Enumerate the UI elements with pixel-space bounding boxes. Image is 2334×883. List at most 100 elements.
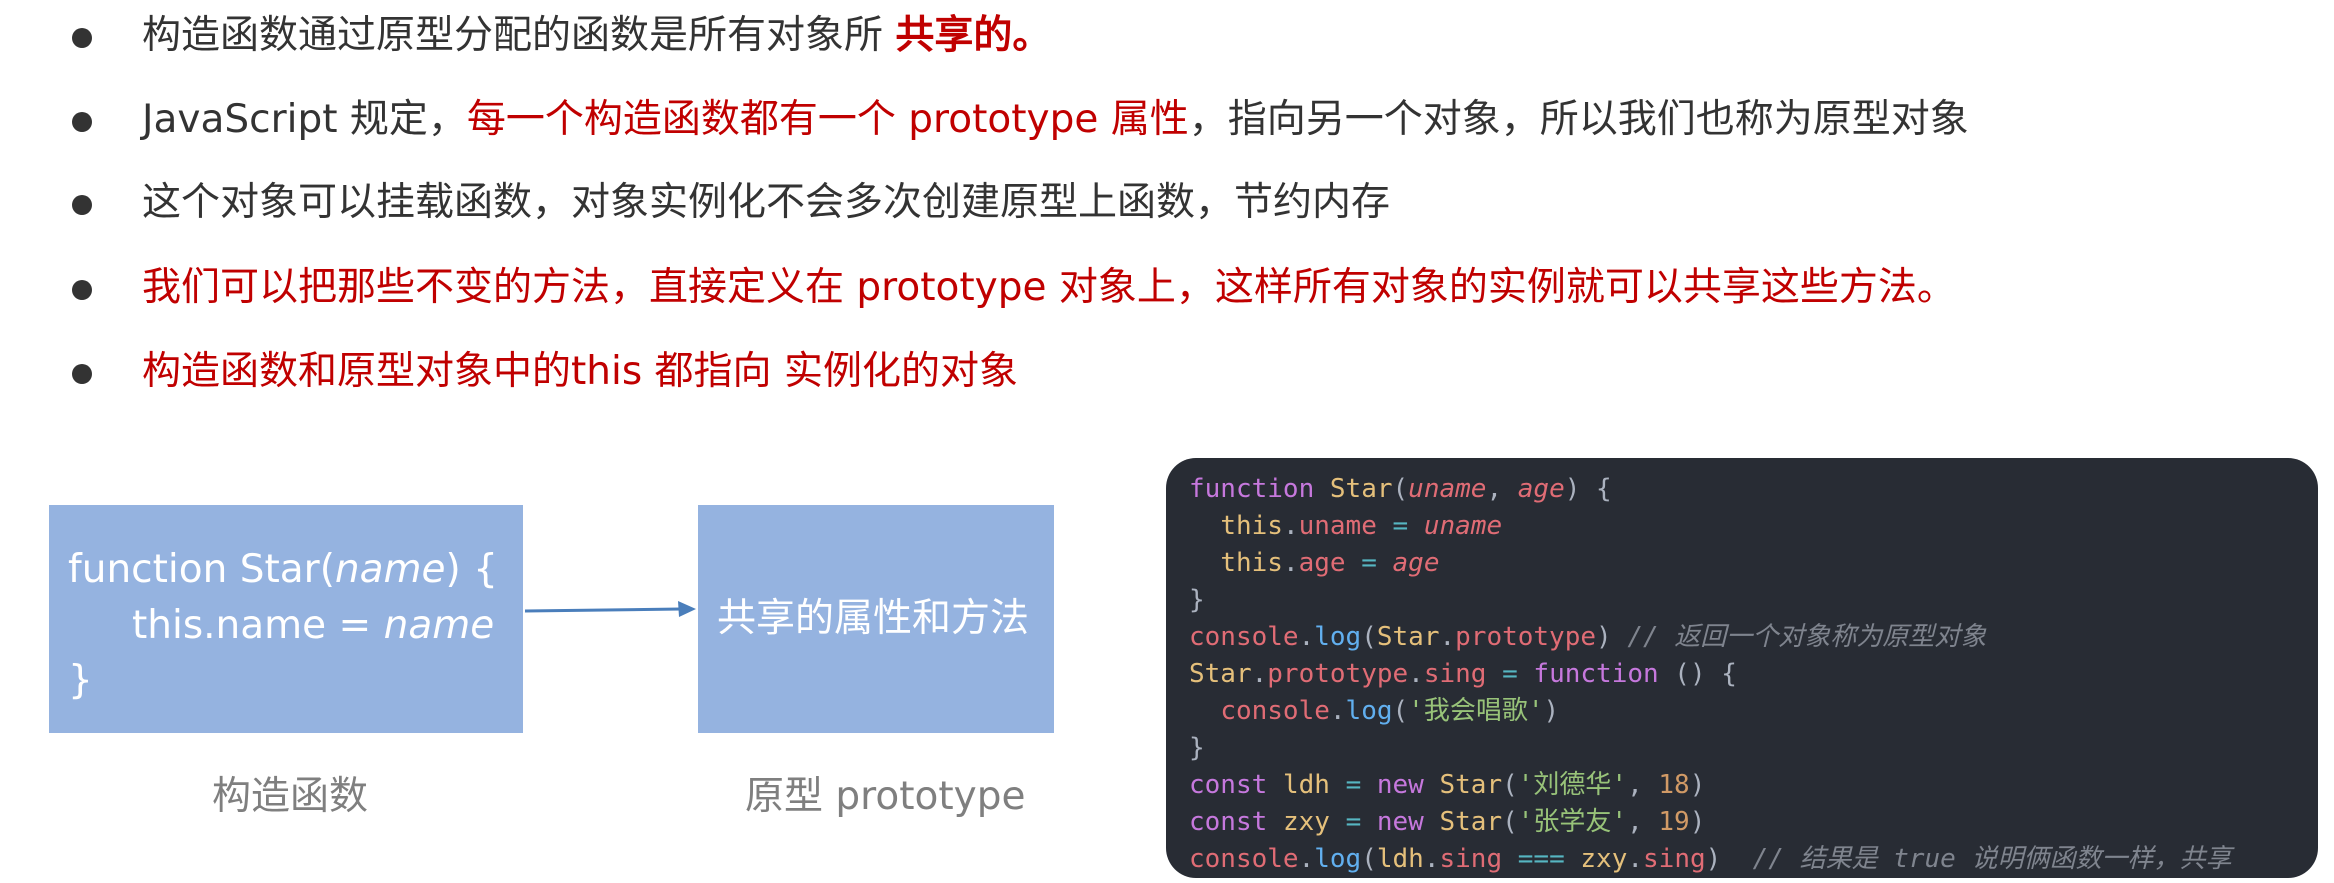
code-token: } [1189,733,1205,763]
code-token: age [1392,548,1440,578]
code-token: ( [1502,770,1518,800]
code-token: age [1298,548,1346,578]
arrow-right-icon [524,601,696,617]
code-token [1408,511,1424,541]
code-token: ldh [1376,844,1424,874]
constructor-caption: 构造函数 [212,774,369,819]
code-token [1189,548,1220,578]
code-token: . [1282,511,1299,541]
code-token: uname [1298,511,1377,541]
code-text: ) { [445,547,498,592]
code-line: const zxy = new Star('张学友', 19) [1189,804,1705,841]
code-token: this [1220,511,1283,541]
prototype-box: 共享的属性和方法 [698,505,1054,733]
code-token [1486,659,1502,689]
code-token: ) [1705,844,1753,874]
code-token [1346,548,1362,578]
code-token: // 返回一个对象称为原型对象 [1627,622,1987,652]
code-token: , [1627,770,1659,800]
code-token: = [1345,807,1362,837]
code-token: . [1298,844,1315,874]
code-token: } [1189,585,1205,615]
constructor-line-2: this.name = name [132,598,494,654]
code-token: log [1314,844,1362,874]
code-token: '张学友' [1517,807,1628,837]
code-token: '刘德华' [1517,770,1628,800]
constructor-line-3: } [68,658,93,703]
code-token: ) { [1564,474,1612,504]
code-line: } [1189,582,1205,619]
bullet-segment-highlight: 共享的。 [895,13,1052,58]
code-token: Star [1439,807,1503,837]
code-token: ) [1596,622,1628,652]
code-line: console.log(Star.prototype) // 返回一个对象称为原… [1189,619,1986,656]
bullet-item-3: 这个对象可以挂载函数，对象实例化不会多次创建原型上函数，节约内存 [0,173,2334,233]
bullet-text: 这个对象可以挂载函数，对象实例化不会多次创建原型上函数，节约内存 [142,173,1390,233]
bullet-text: JavaScript 规定，每一个构造函数都有一个 prototype 属性，指… [142,90,1969,150]
bullet-segment: ，指向另一个对象，所以我们也称为原型对象 [1188,97,1969,142]
code-token: sing [1643,844,1706,874]
code-token [1424,807,1440,837]
code-line: console.log(ldh.sing === zxy.sing) // 结果… [1189,841,2232,878]
code-token: prototype [1455,622,1597,652]
code-token: Star [1189,659,1252,689]
code-token [1377,548,1393,578]
code-line: this.uname = uname [1189,508,1502,545]
code-token: this [1220,548,1283,578]
code-token [1565,844,1581,874]
code-text: this.name = [132,603,384,648]
code-token [1267,807,1283,837]
code-token: const [1189,770,1268,800]
bullet-item-4: 我们可以把那些不变的方法，直接定义在 prototype 对象上，这样所有对象的… [0,258,2334,318]
code-token: = [1502,659,1518,689]
code-token: , [1627,807,1659,837]
code-line: Star.prototype.sing = function () { [1189,656,1737,693]
bullet-text: 构造函数通过原型分配的函数是所有对象所 共享的。 [142,6,1051,66]
code-token: Star [1329,474,1393,504]
code-token: . [1439,622,1456,652]
code-token: . [1408,659,1424,689]
code-token: zxy [1580,844,1628,874]
bullet-dot-icon [72,112,92,132]
code-token: new [1376,770,1424,800]
code-token: console [1220,696,1330,726]
bullet-segment-highlight: 我们可以把那些不变的方法，直接定义在 prototype 对象上，这样所有对象的… [142,265,1956,310]
code-line: function Star(uname, age) { [1189,471,1612,508]
code-token [1361,770,1377,800]
bullet-segment-highlight: 构造函数和原型对象中的this 都指向 实例化的对象 [142,349,1018,394]
code-token [1377,511,1393,541]
code-token: . [1423,844,1440,874]
code-token: log [1314,622,1362,652]
bullet-item-1: 构造函数通过原型分配的函数是所有对象所 共享的。 [0,6,2334,66]
code-line: } [1189,730,1205,767]
code-token: console [1189,844,1299,874]
code-token: ) [1543,696,1560,726]
prototype-caption: 原型 prototype [745,774,1026,819]
code-token [1502,844,1518,874]
code-token: age [1517,474,1565,504]
prototype-box-label: 共享的属性和方法 [717,596,1030,641]
code-token: new [1376,807,1424,837]
constructor-box: function Star(name) { this.name = name } [49,505,523,733]
code-token: . [1298,622,1315,652]
code-token: ( [1502,807,1518,837]
code-token: const [1189,807,1268,837]
bullet-dot-icon [72,280,92,300]
bullet-text: 我们可以把那些不变的方法，直接定义在 prototype 对象上，这样所有对象的… [142,258,1956,318]
bullet-item-5: 构造函数和原型对象中的this 都指向 实例化的对象 [0,342,2334,402]
code-token: ) [1689,807,1706,837]
bullet-segment: 这个对象可以挂载函数，对象实例化不会多次创建原型上函数，节约内存 [142,180,1391,225]
code-token [1189,511,1220,541]
code-token: ) [1689,770,1706,800]
code-token [1518,659,1534,689]
code-token: function [1189,474,1315,504]
code-token: '我会唱歌' [1408,696,1544,726]
code-token: zxy [1282,807,1330,837]
code-token: Star [1439,770,1503,800]
code-token [1330,770,1346,800]
code-token: uname [1423,511,1503,541]
bullet-segment: 构造函数通过原型分配的函数是所有对象所 [142,13,896,58]
bullet-segment: JavaScript 规定， [142,97,467,142]
code-line: this.age = age [1189,545,1440,582]
code-token: ( [1361,844,1377,874]
